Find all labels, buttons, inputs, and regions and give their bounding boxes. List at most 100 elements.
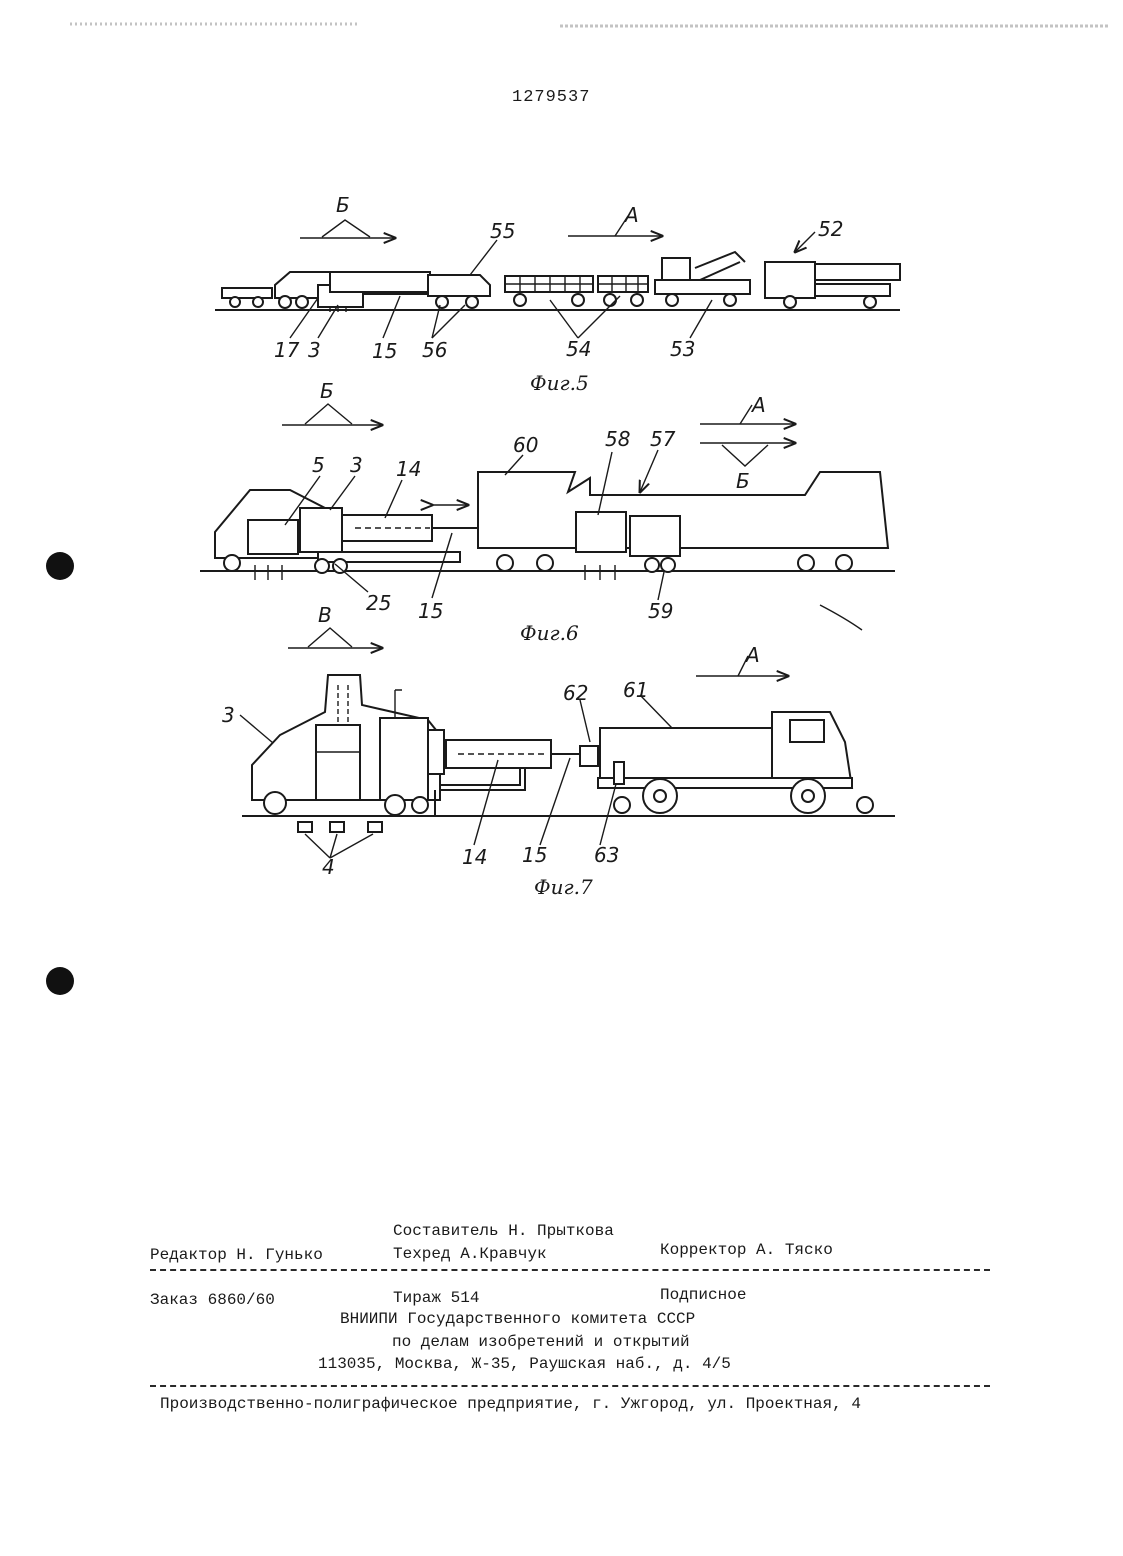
fig6-leader-59 — [658, 572, 664, 600]
fig6-wheel — [836, 555, 852, 571]
fig5-wheel — [514, 294, 526, 306]
fig7-label-63: 63 — [594, 843, 619, 867]
fig5-leader-52 — [795, 232, 815, 252]
fig7-label-3: 3 — [222, 703, 235, 727]
fig7-guide-wheel — [857, 797, 873, 813]
fig6-leader-57 — [640, 450, 658, 492]
fig5-wheel — [436, 296, 448, 308]
fig5-flatcar — [222, 288, 272, 298]
fig6-unit-59-housing — [630, 516, 680, 556]
fig6-arrow-b-left-chevron — [305, 404, 352, 424]
fig7-tool-4a — [298, 822, 312, 832]
fig6-label-58: 58 — [605, 427, 630, 451]
fig7-wheel — [264, 792, 286, 814]
fig5-label-55: 55 — [490, 219, 515, 243]
fig5-leader-53 — [690, 300, 712, 338]
colophon-subscription: Подписное — [660, 1286, 746, 1304]
fig7-truck-hub — [802, 790, 814, 802]
fig6-arrow-a-tick — [740, 405, 752, 424]
fig5-car-55 — [428, 275, 490, 296]
fig5-caption: Фиг.5 — [530, 371, 589, 395]
fig6-label-15: 15 — [418, 599, 443, 623]
fig7-caption: Фиг.7 — [534, 875, 593, 899]
fig7-leader-14 — [474, 760, 498, 845]
fig6-arrow-a-label: А — [750, 393, 766, 417]
fig6-wheel — [315, 559, 329, 573]
fig7-arrow-v-chevron — [308, 628, 352, 647]
fig6-leader-14 — [385, 480, 402, 518]
fig6-wheel — [333, 559, 347, 573]
figure-7: В А — [222, 603, 895, 899]
fig7-truck-body-61 — [600, 728, 772, 780]
fig5-label-15: 15 — [372, 339, 397, 363]
fig5-crane-cab — [662, 258, 690, 280]
fig6-unit-5 — [248, 520, 298, 554]
fig6-arrow-b-right-chevron — [722, 445, 768, 466]
colophon-printer: Производственно-полиграфическое предприя… — [160, 1395, 861, 1413]
fig6-label-57: 57 — [650, 427, 676, 451]
fig6-wheel — [497, 555, 513, 571]
colophon-org-line3: 113035, Москва, Ж-35, Раушская наб., д. … — [318, 1355, 731, 1373]
fig5-wheel — [296, 296, 308, 308]
fig7-label-61: 61 — [623, 678, 648, 702]
fig6-caption: Фиг.6 — [520, 621, 579, 645]
fig5-arrow-a-label: А — [623, 203, 639, 227]
fig7-flange — [428, 730, 444, 774]
fig6-label-14: 14 — [396, 457, 421, 481]
fig6-arrow-b-right-label: Б — [736, 469, 750, 493]
fig6-stray-mark — [820, 605, 862, 630]
fig5-label-54: 54 — [566, 337, 591, 361]
fig7-coupler-62 — [580, 746, 598, 766]
figure-6: Б А Б — [200, 379, 895, 645]
fig7-guide-wheel — [614, 797, 630, 813]
fig6-label-60: 60 — [513, 433, 538, 457]
fig5-label-3: 3 — [308, 338, 321, 362]
fig7-label-4: 4 — [322, 855, 335, 879]
fig7-leader-15 — [540, 758, 570, 845]
fig6-leader-15 — [432, 533, 452, 598]
fig7-tool-4b — [330, 822, 344, 832]
fig6-wheel — [661, 558, 675, 572]
fig7-drive-housing — [380, 718, 428, 800]
fig5-wheel — [724, 294, 736, 306]
fig6-wheel — [645, 558, 659, 572]
fig7-wheel — [412, 797, 428, 813]
fig6-label-25: 25 — [366, 591, 391, 615]
fig7-arrow-a-label: А — [744, 643, 760, 667]
fig6-unit-5-housing — [300, 508, 342, 552]
colophon-divider — [150, 1269, 990, 1271]
fig7-tool-4c — [368, 822, 382, 832]
colophon-techred: Техред А.Кравчук — [393, 1245, 547, 1263]
fig7-truck-hub — [654, 790, 666, 802]
fig6-tools — [255, 565, 282, 580]
fig6-leader-25 — [335, 564, 368, 592]
fig6-unit-58 — [576, 512, 626, 552]
fig7-leader-3 — [240, 715, 273, 743]
figure-5: Б А — [215, 193, 900, 395]
fig7-label-14: 14 — [462, 845, 487, 869]
fig5-car-15 — [330, 272, 430, 292]
fig5-leader-54a — [550, 300, 578, 338]
fig5-wheel — [253, 297, 263, 307]
fig5-wheel — [279, 296, 291, 308]
fig5-leader-55 — [470, 240, 497, 275]
fig7-support-bracket — [440, 768, 525, 790]
colophon-org-line2: по делам изобретений и открытий — [392, 1333, 690, 1351]
colophon-composer: Составитель Н. Прыткова — [393, 1222, 614, 1240]
punch-hole — [46, 552, 74, 580]
fig6-leader-3 — [330, 476, 355, 510]
fig5-label-52: 52 — [818, 217, 843, 241]
fig5-wheel — [604, 294, 616, 306]
fig5-machine-52-upper — [815, 264, 900, 280]
fig7-arrow-v-label: В — [318, 603, 332, 627]
fig5-label-53: 53 — [670, 337, 695, 361]
fig5-wheel — [466, 296, 478, 308]
scan-noise — [70, 24, 1110, 26]
fig5-crane-boom — [695, 252, 745, 280]
colophon-corrector: Корректор А. Тяско — [660, 1241, 833, 1259]
fig5-label-17: 17 — [274, 338, 300, 362]
fig5-machine-52-lower — [815, 284, 890, 296]
colophon-editor: Редактор Н. Гунько — [150, 1246, 323, 1264]
fig6-car-60-57 — [478, 472, 888, 548]
